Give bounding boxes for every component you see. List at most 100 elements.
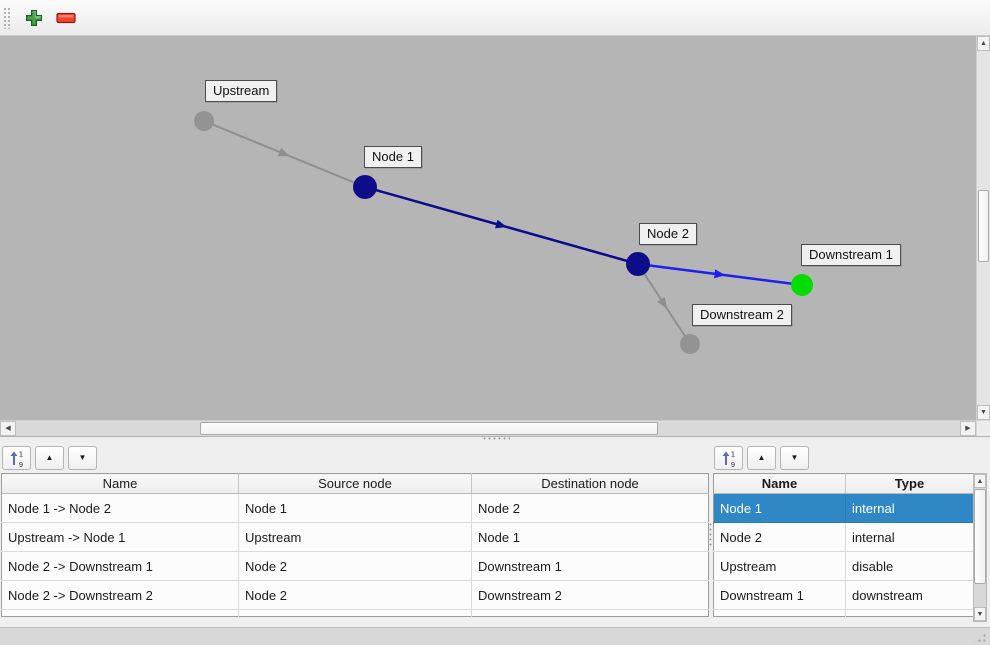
edge-table-toolbar: 1 9 ▲ ▼ — [2, 446, 97, 470]
column-header[interactable]: Name — [2, 474, 239, 494]
node-table-header-row: NameType — [714, 474, 974, 494]
right-arrow-icon: ▶ — [965, 425, 970, 432]
graph-canvas[interactable]: UpstreamNode 1 Node 2 Downstream 1 Downstre… — [0, 36, 976, 420]
table-cell[interactable]: internal — [846, 494, 974, 523]
sort-ascending-icon: 1 9 — [720, 449, 738, 468]
graph-edge[interactable] — [638, 264, 690, 344]
graph-node-label[interactable]: Upstream — [205, 80, 277, 102]
edge-move-down-button[interactable]: ▼ — [68, 446, 97, 470]
table-row[interactable]: Upstreamdisable — [714, 552, 974, 581]
table-cell[interactable]: Node 1 — [239, 494, 472, 523]
table-scrollbar-thumb[interactable] — [974, 489, 986, 584]
graph-node-label[interactable]: Node 1 — [364, 146, 422, 168]
scroll-left-button[interactable]: ◀ — [0, 421, 16, 436]
column-header[interactable]: Name — [714, 474, 846, 494]
table-cell[interactable]: Upstream -> Node 1 — [2, 523, 239, 552]
column-header[interactable]: Type — [846, 474, 974, 494]
table-row[interactable]: Node 2internal — [714, 523, 974, 552]
table-cell[interactable]: Upstream — [239, 523, 472, 552]
graph-node[interactable] — [353, 175, 377, 199]
table-cell[interactable]: Upstream — [714, 552, 846, 581]
graph-node[interactable] — [626, 252, 650, 276]
node-table-toolbar: 1 9 ▲ ▼ — [714, 446, 809, 470]
table-cell[interactable]: Downstream 2 — [472, 581, 709, 610]
graph-node[interactable] — [194, 111, 214, 131]
node-table-scrollbar[interactable]: ▲ ▼ — [973, 473, 987, 622]
table-row[interactable]: Node 1internal — [714, 494, 974, 523]
graph-node-label[interactable]: Node 2 — [639, 223, 697, 245]
graph-node[interactable] — [791, 274, 813, 296]
node-sort-button[interactable]: 1 9 — [714, 446, 743, 470]
empty-row — [2, 610, 709, 617]
table-cell[interactable]: Node 1 — [472, 523, 709, 552]
vertical-scrollbar-thumb[interactable] — [978, 190, 989, 262]
column-header[interactable]: Source node — [239, 474, 472, 494]
table-cell[interactable]: Node 2 — [472, 494, 709, 523]
up-arrow-icon: ▲ — [980, 40, 987, 47]
up-triangle-icon: ▲ — [46, 454, 54, 462]
canvas-horizontal-scrollbar[interactable]: ◀ ▶ — [0, 420, 976, 436]
graph-edge[interactable] — [638, 264, 802, 285]
column-header[interactable]: Destination node — [472, 474, 709, 494]
graph-edge[interactable] — [204, 121, 365, 187]
scroll-down-button[interactable]: ▼ — [974, 607, 986, 621]
left-arrow-icon: ◀ — [5, 425, 10, 432]
edge-move-up-button[interactable]: ▲ — [35, 446, 64, 470]
down-arrow-icon: ▼ — [980, 409, 987, 416]
plus-icon — [25, 9, 43, 27]
graph-node-label[interactable]: Downstream 1 — [801, 244, 901, 266]
table-cell[interactable]: Node 2 — [714, 523, 846, 552]
sort-ascending-icon: 1 9 — [8, 449, 26, 468]
canvas-vertical-scrollbar[interactable]: ▲ ▼ — [976, 36, 990, 420]
down-arrow-icon: ▼ — [977, 611, 984, 618]
table-row[interactable]: Upstream -> Node 1UpstreamNode 1 — [2, 523, 709, 552]
up-arrow-icon: ▲ — [977, 478, 984, 485]
edge-table: NameSource nodeDestination node Node 1 -… — [1, 473, 709, 617]
table-cell[interactable]: Downstream 1 — [714, 581, 846, 610]
svg-text:1: 1 — [19, 451, 23, 458]
svg-text:1: 1 — [731, 451, 735, 458]
table-row[interactable]: Node 2 -> Downstream 1Node 2Downstream 1 — [2, 552, 709, 581]
table-cell[interactable]: disable — [846, 552, 974, 581]
bottom-panel: 1 9 ▲ ▼ 1 9 ▲ ▼ — [0, 440, 990, 627]
window-resize-grip-icon[interactable] — [973, 630, 987, 643]
table-row[interactable]: Downstream 1downstream — [714, 581, 974, 610]
remove-button[interactable] — [52, 4, 80, 32]
table-cell[interactable]: Node 2 — [239, 581, 472, 610]
edge-table-header-row: NameSource nodeDestination node — [2, 474, 709, 494]
table-cell[interactable]: Node 2 -> Downstream 2 — [2, 581, 239, 610]
main-toolbar — [0, 0, 990, 36]
down-triangle-icon: ▼ — [79, 454, 87, 462]
svg-text:9: 9 — [731, 462, 735, 468]
scroll-up-button[interactable]: ▲ — [977, 36, 990, 51]
table-row[interactable]: Node 2 -> Downstream 2Node 2Downstream 2 — [2, 581, 709, 610]
graph-node[interactable] — [680, 334, 700, 354]
toolbar-drag-handle[interactable] — [3, 7, 11, 29]
up-triangle-icon: ▲ — [758, 454, 766, 462]
empty-row — [714, 610, 974, 617]
edge-sort-button[interactable]: 1 9 — [2, 446, 31, 470]
table-cell[interactable]: downstream — [846, 581, 974, 610]
down-triangle-icon: ▼ — [791, 454, 799, 462]
scroll-right-button[interactable]: ▶ — [960, 421, 976, 436]
graph-edge[interactable] — [365, 187, 638, 264]
scrollbar-corner — [976, 420, 990, 436]
add-button[interactable] — [20, 4, 48, 32]
table-cell[interactable]: Node 2 — [239, 552, 472, 581]
node-move-up-button[interactable]: ▲ — [747, 446, 776, 470]
node-move-down-button[interactable]: ▼ — [780, 446, 809, 470]
table-cell[interactable]: Downstream 1 — [472, 552, 709, 581]
scroll-down-button[interactable]: ▼ — [977, 405, 990, 420]
minus-icon — [56, 12, 76, 24]
horizontal-scrollbar-thumb[interactable] — [200, 422, 658, 435]
table-cell[interactable]: internal — [846, 523, 974, 552]
status-bar — [0, 627, 990, 645]
graph-node-label[interactable]: Downstream 2 — [692, 304, 792, 326]
table-cell[interactable]: Node 1 -> Node 2 — [2, 494, 239, 523]
node-table: NameType Node 1internalNode 2internalUps… — [713, 473, 974, 617]
table-cell[interactable]: Node 1 — [714, 494, 846, 523]
table-row[interactable]: Node 1 -> Node 2Node 1Node 2 — [2, 494, 709, 523]
table-cell[interactable]: Node 2 -> Downstream 1 — [2, 552, 239, 581]
scroll-up-button[interactable]: ▲ — [974, 474, 986, 488]
